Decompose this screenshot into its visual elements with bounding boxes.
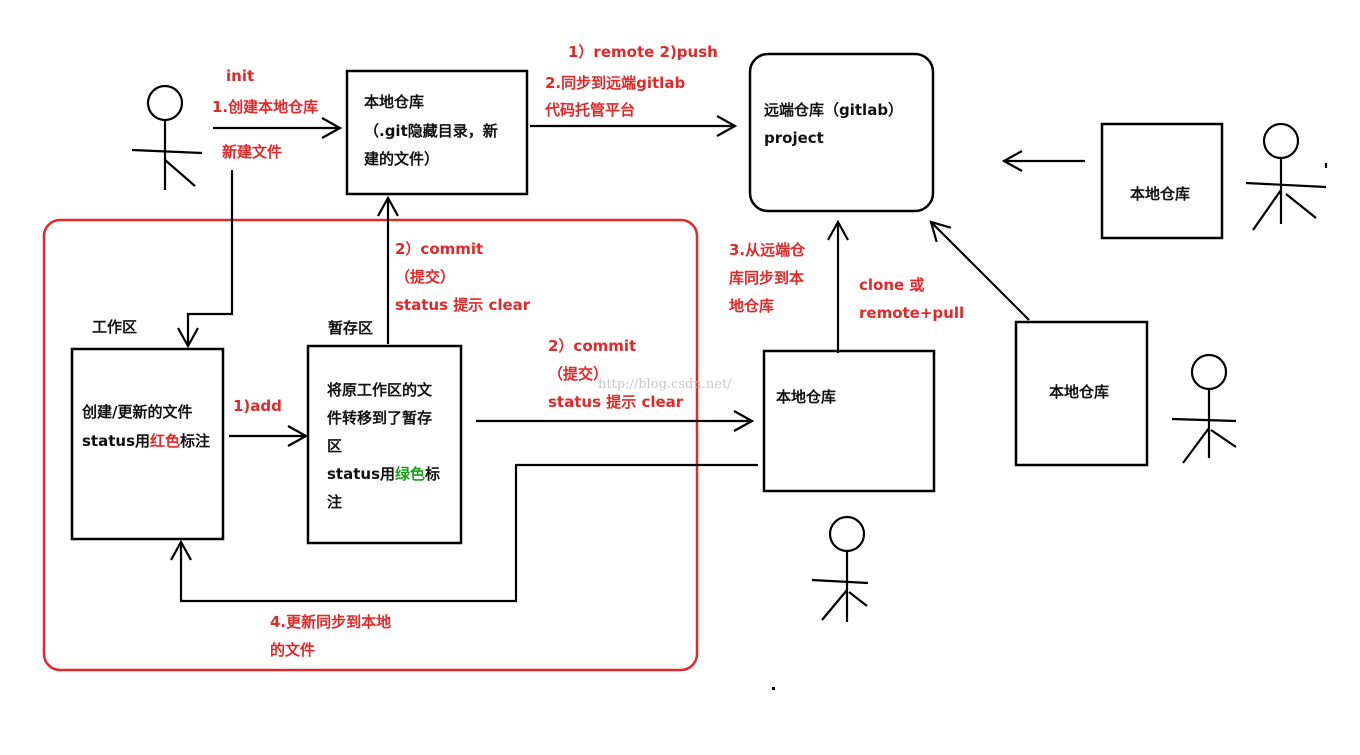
commit-top-line1: 2）commit: [395, 240, 484, 258]
watermark: http://blog.csdn.net/: [598, 377, 732, 392]
workspace-label: 工作区: [92, 318, 138, 336]
create-local-repo-label: 1.创建本地仓库: [212, 98, 319, 116]
workspace-box-line1: 创建/更新的文件: [82, 403, 193, 421]
commit-mid-line3: status 提示 clear: [548, 393, 684, 411]
new-file-label: 新建文件: [222, 143, 283, 161]
local-repo-main-box: [345, 69, 529, 196]
staging-box-line5: 注: [327, 493, 343, 511]
local-repo-main-line2: （.git隐藏目录，新: [364, 122, 498, 140]
update-sync-line1: 4.更新同步到本地: [270, 613, 392, 631]
workspace-box-red-word: 红色: [150, 432, 181, 450]
staging-box-line4: status用绿色标: [327, 460, 440, 488]
remote-repo-box: [748, 52, 935, 213]
local-repo-center-label: 本地仓库: [776, 388, 837, 406]
developer-figure-bottom: [811, 515, 869, 622]
stray-dot: [772, 687, 775, 690]
sync-local-line2: 库同步到本: [729, 269, 805, 287]
staging-box-line3: 区: [327, 437, 343, 455]
sync-local-line3: 地仓库: [729, 297, 775, 315]
sync-remote-line2: 代码托管平台: [545, 101, 636, 119]
local-repo-main-line3: 建的文件）: [364, 150, 440, 168]
update-sync-line2: 的文件: [270, 641, 316, 659]
developer-figure-midright: [1171, 353, 1237, 464]
commit-top-line3: status 提示 clear: [395, 296, 531, 314]
staging-box-line4-prefix: status用: [327, 465, 395, 483]
local-repo-main-title: 本地仓库: [364, 93, 425, 111]
sync-remote-line1: 2.同步到远端gitlab: [545, 74, 686, 92]
remote-repo-line1: 远端仓库（gitlab）: [764, 101, 904, 119]
add-label: 1)add: [233, 397, 282, 415]
local-workflow-frame: [42, 218, 699, 672]
local-repo-mid-right-label: 本地仓库: [1049, 383, 1110, 401]
init-label: init: [226, 67, 255, 85]
developer-figure-topright: [1245, 122, 1328, 231]
remote-push-label: 1）remote 2)push: [568, 43, 718, 61]
new-file-arrow: [177, 170, 234, 349]
staging-box-green-word: 绿色: [395, 465, 426, 483]
workspace-box: [70, 347, 225, 541]
workspace-box-line2-suffix: 标注: [180, 432, 211, 450]
commit-mid-line2: （提交）: [548, 365, 609, 383]
commit-mid-line1: 2）commit: [548, 337, 637, 355]
clone-label: clone 或: [859, 276, 925, 294]
local-repo-right-label: 本地仓库: [1130, 185, 1191, 203]
update-sync-arrow: [170, 463, 758, 603]
staging-label: 暂存区: [328, 319, 374, 337]
remote-pull-arrow: [929, 220, 1030, 321]
local-repo-right-box: [1100, 122, 1224, 240]
staging-box-line1: 将原工作区的文: [327, 381, 433, 399]
local-repo-center-box: [762, 349, 936, 493]
developer-figure-topleft: [131, 84, 203, 190]
local-repo-mid-right-box: [1014, 320, 1149, 467]
commit-top-line2: （提交）: [395, 268, 456, 286]
workspace-box-line2: status用红色标注: [82, 427, 210, 455]
remote-pull-label: remote+pull: [859, 304, 965, 322]
staging-box-line4-suffix: 标: [425, 465, 441, 483]
sync-local-line1: 3.从远端仓: [729, 241, 806, 259]
staging-box-line2: 件转移到了暂存: [327, 409, 433, 427]
workspace-box-line2-prefix: status用: [82, 432, 150, 450]
remote-repo-line2: project: [764, 129, 824, 147]
